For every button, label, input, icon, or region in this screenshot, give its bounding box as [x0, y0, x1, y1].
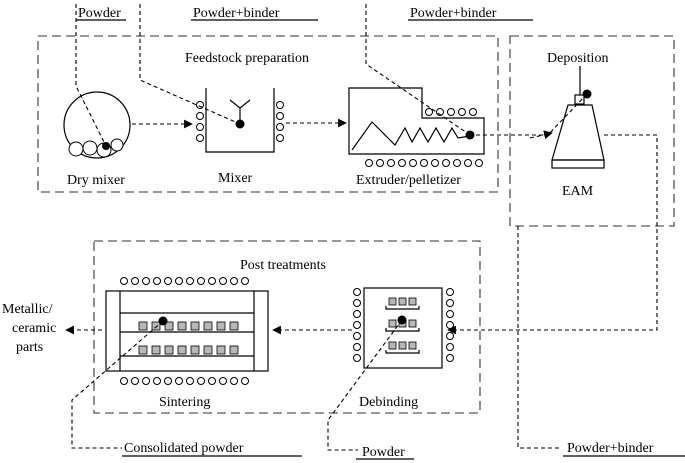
label-ceramic: ceramic — [12, 321, 56, 336]
label-sintering: Sintering — [159, 395, 210, 410]
sintering-top-rings — [120, 277, 249, 285]
leader-powder-top — [75, 4, 107, 147]
eam — [551, 66, 605, 169]
label-dry-mixer: Dry mixer — [67, 173, 125, 188]
label-powder-binder-top-1: Powder+binder — [193, 6, 280, 21]
feedstock-preparation-box — [37, 35, 499, 193]
sintering — [105, 277, 269, 385]
arrow-eam-to-debinding — [447, 134, 658, 335]
label-post-treatments: Post treatments — [240, 258, 326, 273]
extruder-pelletizer — [348, 87, 485, 167]
label-extruder-pelletizer: Extruder/pelletizer — [356, 173, 461, 188]
eam-box — [509, 35, 675, 227]
sintering-row-2 — [138, 345, 239, 355]
sintering-bottom-rings — [120, 377, 249, 385]
post-treatments-box — [93, 240, 481, 414]
leader-consolidated-powder — [71, 320, 164, 449]
label-eam: EAM — [562, 184, 594, 199]
leader-powder-binder-top-2 — [365, 4, 471, 136]
label-mixer: Mixer — [218, 171, 253, 186]
label-powder-top: Powder — [78, 6, 121, 21]
dry-mixer — [63, 91, 131, 159]
label-powder-bottom: Powder — [362, 445, 405, 460]
leader-powder-binder-bottom — [517, 226, 560, 449]
label-metallic: Metallic/ — [2, 302, 53, 317]
sintering-row-1 — [138, 321, 239, 331]
label-debinding: Debinding — [359, 395, 418, 410]
label-consolidated-powder: Consolidated powder — [124, 441, 244, 456]
leader-powder-binder-top-1 — [139, 4, 241, 125]
label-feedstock-preparation: Feedstock preparation — [185, 51, 309, 66]
label-parts: parts — [16, 340, 43, 355]
leader-eam-nozzle — [544, 93, 588, 139]
leader-powder-bottom — [327, 319, 403, 451]
arrowhead-into-eam — [529, 130, 553, 140]
label-deposition: Deposition — [547, 51, 608, 66]
label-powder-binder-bottom: Powder+binder — [567, 441, 654, 456]
debinding — [353, 287, 454, 369]
label-powder-binder-top-2: Powder+binder — [410, 6, 497, 21]
mixer — [196, 88, 284, 153]
